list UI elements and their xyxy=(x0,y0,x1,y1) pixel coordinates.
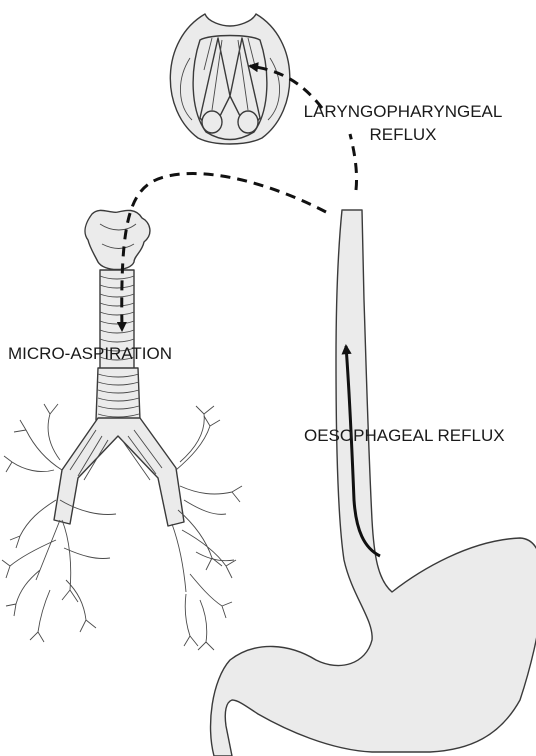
oesophagus-stomach-illustration xyxy=(211,210,536,756)
airway-illustration xyxy=(2,210,242,650)
aspiration-arrow xyxy=(122,174,326,330)
oesophageal-reflux-label: OESOPHAGEAL REFLUX xyxy=(304,426,505,445)
micro-aspiration-label: MICRO-ASPIRATION xyxy=(8,344,172,363)
laryngopharyngeal-label-line1: LARYNGOPHARYNGEAL xyxy=(304,102,503,121)
larynx-illustration xyxy=(170,14,289,144)
laryngopharyngeal-label-line2: REFLUX xyxy=(369,125,436,144)
